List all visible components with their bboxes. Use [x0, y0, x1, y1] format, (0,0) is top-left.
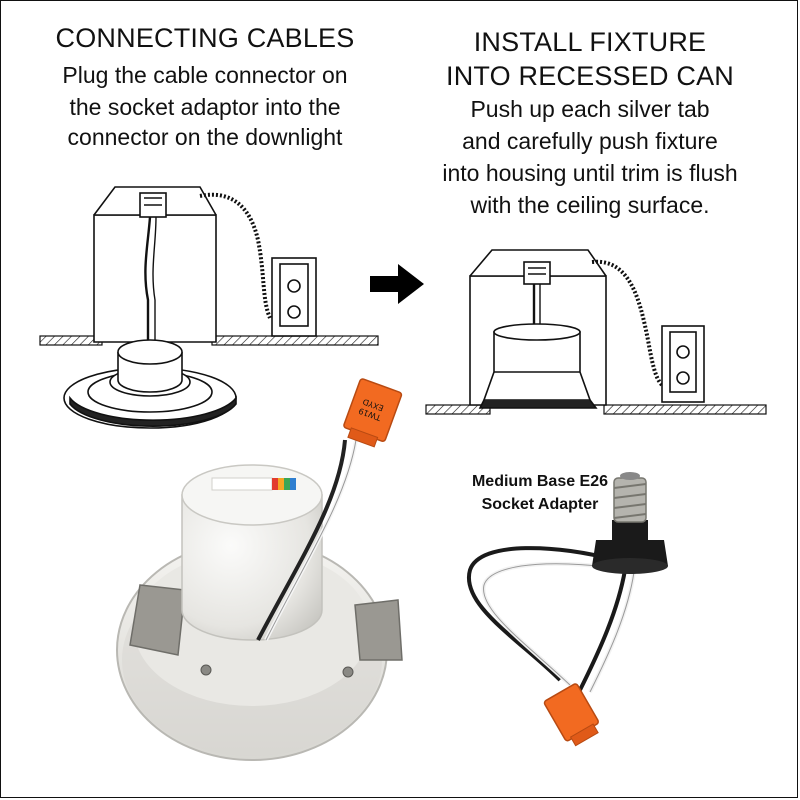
- silver-tab-left: [129, 584, 186, 656]
- right-title-line-2: INTO RECESSED CAN: [446, 61, 734, 91]
- ceiling-right-right-section: [603, 404, 767, 415]
- left-recessed-can-diagram: [39, 186, 379, 429]
- right-instruction-line-3: into housing until trim is flush: [442, 160, 738, 186]
- right-instruction-line-4: with the ceiling surface.: [470, 192, 710, 218]
- left-instruction-line-1: Plug the cable connector on: [62, 62, 348, 88]
- downlight-connector: [343, 378, 403, 448]
- ceiling-left-section: [39, 335, 103, 346]
- right-instruction-line-2: and carefully push fixture: [462, 128, 718, 154]
- left-instruction-line-2: the socket adaptor into the: [69, 94, 341, 120]
- socket-adapter-photo: [466, 472, 668, 747]
- ceiling-right-left-section: [425, 404, 491, 415]
- left-instruction-line-3: connector on the downlight: [67, 124, 343, 150]
- installed-fixture-body: [482, 331, 592, 401]
- socket-adapter-label-line-2: Socket Adapter: [481, 496, 599, 513]
- downlight-fixture-photo: [116, 439, 403, 761]
- silver-tab-right: [354, 599, 403, 661]
- ceiling-right-section: [211, 335, 379, 346]
- right-installed-fixture-diagram: [425, 249, 767, 415]
- socket-adapter-label-line-1: Medium Base E26: [471, 473, 609, 490]
- right-instruction-line-1: Push up each silver tab: [470, 96, 710, 122]
- right-title-line-1: INSTALL FIXTURE: [473, 27, 707, 57]
- right-arrow-icon: [370, 264, 424, 304]
- left-title: CONNECTING CABLES: [55, 23, 355, 53]
